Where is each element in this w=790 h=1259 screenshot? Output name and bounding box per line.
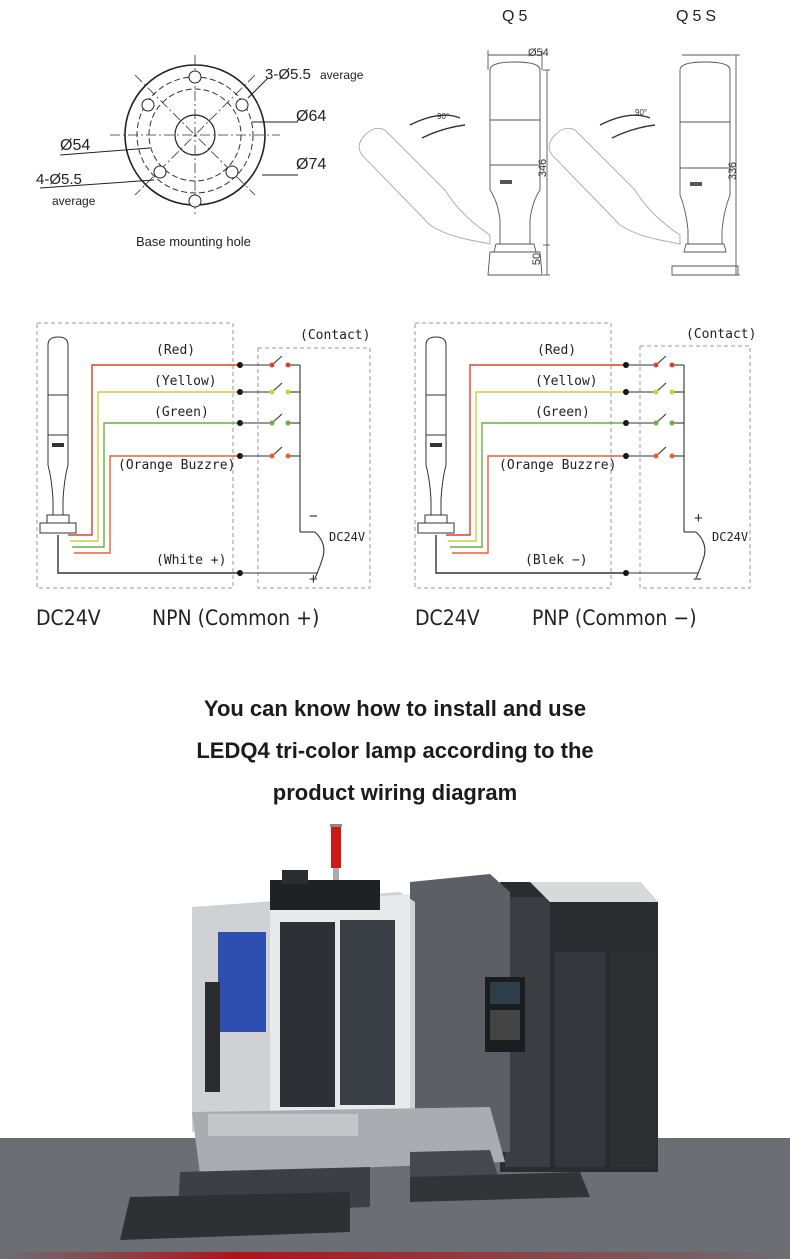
npn-yellow-label: (Yellow)	[154, 374, 217, 389]
pnp-minus-label: −	[693, 571, 702, 588]
cnc-machine-image	[120, 824, 658, 1240]
pnp-yellow-label: (Yellow)	[535, 374, 598, 389]
caption-line-2: LEDQ4 tri-color lamp according to the	[196, 738, 594, 763]
pnp-voltage-label: DC24V	[415, 606, 480, 630]
npn-voltage-label: DC24V	[36, 606, 101, 630]
pnp-plus-label: +	[694, 510, 703, 527]
npn-type-label: NPN (Common +)	[152, 606, 320, 630]
npn-contact-label: (Contact)	[300, 328, 371, 343]
blue-panel	[218, 932, 266, 1032]
mounting-drawing	[39, 55, 298, 215]
hole-small-note: average	[52, 194, 96, 208]
pnp-supply-label: DC24V	[712, 530, 749, 544]
d74-label: Ø74	[296, 156, 327, 173]
caption-line-3: product wiring diagram	[272, 780, 518, 805]
hole-small-label: 4-Ø5.5	[36, 171, 82, 188]
npn-minus-label: −	[309, 508, 318, 525]
pnp-orange-label: (Orange Buzzre)	[499, 458, 617, 473]
npn-plus-label: +	[309, 571, 318, 588]
lamp-outline-drawing	[358, 50, 740, 276]
q5-base-label: 50	[531, 252, 544, 266]
npn-red-label: (Red)	[156, 343, 196, 358]
hole-big-label: 3-Ø5.5	[265, 66, 311, 83]
q5-title: Q5	[502, 8, 532, 25]
q5s-title: Q5S	[676, 8, 721, 25]
pnp-contact-label: (Contact)	[686, 327, 757, 342]
d54-label: Ø54	[60, 137, 91, 154]
floor-accent	[0, 1252, 790, 1259]
pnp-wiring-drawing	[414, 322, 751, 589]
signal-tower-red	[331, 826, 341, 868]
pnp-common-label: (Blek −)	[525, 553, 588, 568]
q5-dia-label: Ø54	[528, 47, 549, 59]
d64-label: Ø64	[296, 108, 327, 125]
npn-supply-label: DC24V	[329, 530, 366, 544]
npn-green-label: (Green)	[154, 405, 209, 420]
pnp-red-label: (Red)	[537, 343, 577, 358]
mounting-caption: Base mounting hole	[136, 234, 251, 249]
npn-orange-label: (Orange Buzzre)	[118, 458, 236, 473]
q5-height-label: 346	[537, 158, 550, 178]
caption-line-1: You can know how to install and use	[203, 696, 587, 721]
q5s-height-label: 336	[727, 161, 740, 181]
pnp-green-label: (Green)	[535, 405, 590, 420]
q5-angle-label: 90°	[437, 112, 450, 121]
q5s-angle-label: 90°	[635, 108, 648, 117]
hole-big-note: average	[320, 68, 364, 82]
pnp-type-label: PNP (Common −)	[532, 606, 697, 630]
npn-common-label: (White +)	[156, 553, 227, 568]
npn-wiring-drawing	[36, 322, 371, 589]
